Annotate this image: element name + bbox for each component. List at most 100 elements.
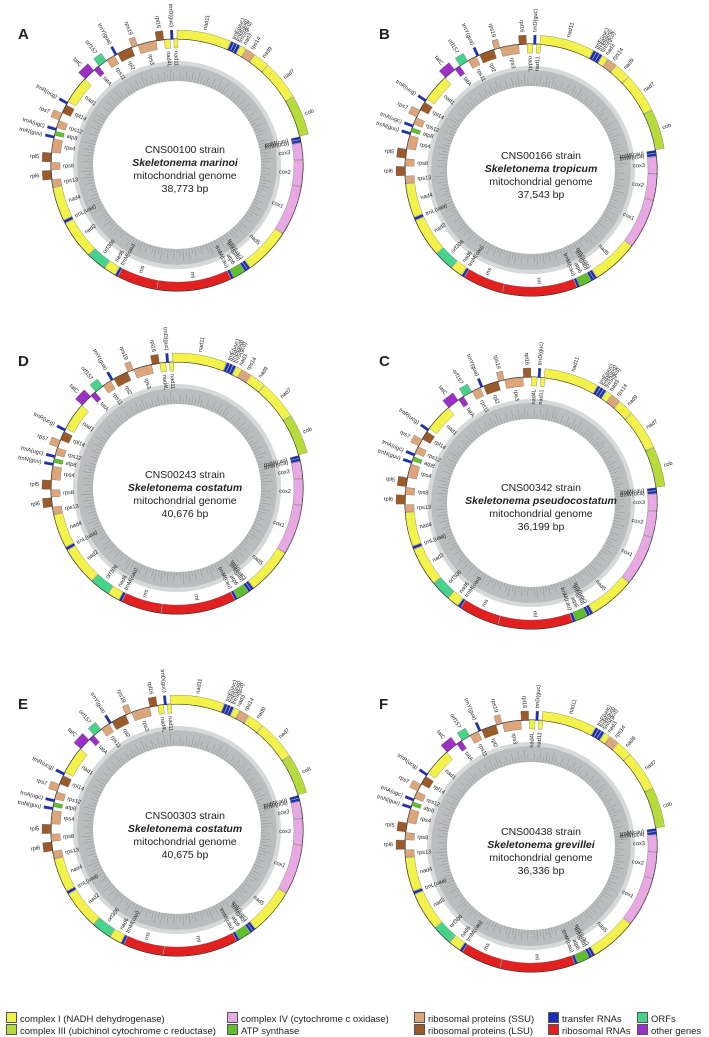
gc-tick	[91, 449, 101, 455]
gene-label: rpl14	[431, 110, 445, 121]
gc-tick	[129, 406, 136, 416]
gc-tick	[197, 569, 199, 575]
gc-tick	[237, 421, 246, 430]
gc-tick	[483, 421, 490, 431]
gene-block-atp6	[572, 607, 588, 621]
gc-tick	[612, 190, 625, 194]
legend-item: ribosomal RNAs	[548, 1024, 631, 1037]
gc-tick	[614, 511, 625, 514]
gc-tick	[185, 71, 188, 82]
gc-tick	[497, 580, 500, 586]
gc-tick	[205, 77, 210, 87]
gene-block-trnhgug	[592, 51, 600, 62]
gene-block-nad6	[451, 260, 467, 276]
gene-label: rpl6	[384, 169, 393, 175]
gc-tick	[129, 412, 133, 417]
gc-tick	[444, 523, 450, 525]
gc-tick	[98, 119, 105, 124]
gc-tick	[149, 746, 152, 751]
gc-tick	[81, 493, 94, 495]
gc-tick	[135, 402, 141, 413]
gc-tick	[243, 881, 251, 888]
gc-tick	[253, 198, 263, 204]
gene-block-trnhgug	[594, 729, 602, 739]
gc-tick	[605, 542, 615, 548]
gc-tick	[494, 756, 500, 769]
gene-block-nad2	[415, 216, 444, 254]
gc-tick	[441, 483, 449, 486]
gc-tick	[82, 499, 94, 502]
gene-label: cob	[301, 766, 312, 775]
gene-label: rps8	[417, 161, 428, 168]
gc-tick	[161, 399, 163, 406]
gc-tick	[570, 86, 576, 96]
gene-label: nad3	[236, 694, 247, 708]
gene-label: rps8	[63, 163, 74, 169]
gc-tick	[241, 883, 246, 888]
gc-tick	[210, 402, 216, 412]
gc-tick	[505, 80, 509, 90]
gc-tick	[553, 414, 557, 423]
gc-tick	[103, 107, 111, 114]
gene-block-cox1	[624, 198, 654, 246]
gene-label: cox2	[279, 169, 291, 176]
gene-label: rpl2	[121, 728, 131, 739]
gc-tick	[125, 559, 133, 570]
gc-tick	[145, 78, 149, 87]
gc-tick	[112, 425, 117, 430]
gc-tick	[260, 176, 267, 178]
gene-block-nad4l	[159, 362, 167, 373]
gc-tick	[93, 443, 103, 449]
gc-tick	[221, 901, 225, 906]
gc-tick	[575, 917, 579, 922]
gene-label: rpl16	[146, 682, 154, 695]
gc-tick	[613, 830, 620, 832]
gene-label: trnW(uca)	[264, 460, 289, 471]
gc-tick	[457, 223, 467, 232]
gc-tick	[138, 564, 144, 574]
gc-tick	[103, 218, 113, 227]
genome-center-label: CNS00438 strain Skeletonema grevillei mi…	[451, 826, 631, 878]
gc-tick	[447, 818, 452, 821]
gc-tick	[205, 908, 209, 917]
gene-label: rns	[144, 931, 152, 940]
gene-label: cox1	[271, 200, 284, 210]
gene-label: tatC	[435, 729, 446, 741]
gc-tick	[97, 527, 103, 531]
gc-tick	[88, 139, 97, 143]
gene-block-trnhgug	[224, 704, 231, 715]
gc-tick	[511, 78, 514, 88]
gc-tick	[83, 154, 94, 157]
gene-label: rps11	[476, 743, 487, 758]
gc-tick	[239, 768, 245, 774]
gc-tick	[603, 887, 610, 892]
gc-tick	[591, 228, 596, 233]
gc-tick	[210, 241, 215, 249]
gc-tick	[609, 138, 618, 142]
gc-tick	[161, 741, 163, 748]
gene-block-trnrucg	[56, 424, 66, 432]
gene-block-nad3	[597, 55, 609, 67]
gc-tick	[479, 431, 482, 436]
gc-tick	[258, 143, 264, 145]
gene-label: cox3	[277, 809, 290, 817]
gc-tick	[255, 193, 265, 198]
gc-tick	[524, 407, 526, 420]
gc-tick	[110, 96, 119, 105]
gene-block-nad1	[426, 77, 452, 105]
gc-tick	[582, 772, 589, 780]
gc-tick	[602, 455, 607, 459]
gene-label: rnl	[533, 953, 539, 960]
gc-tick	[205, 566, 209, 575]
gene-label: rps4	[63, 472, 75, 479]
gc-tick	[587, 565, 593, 571]
gc-skew-ring	[427, 742, 635, 950]
gene-label: rnl	[531, 611, 537, 617]
gc-tick	[202, 244, 205, 249]
gc-tick	[447, 879, 455, 884]
gc-tick	[489, 760, 495, 771]
gene-label: rps11	[475, 68, 487, 83]
gc-tick	[155, 78, 157, 84]
gene-block-trnaugc	[46, 125, 57, 131]
gc-tick	[241, 541, 246, 546]
